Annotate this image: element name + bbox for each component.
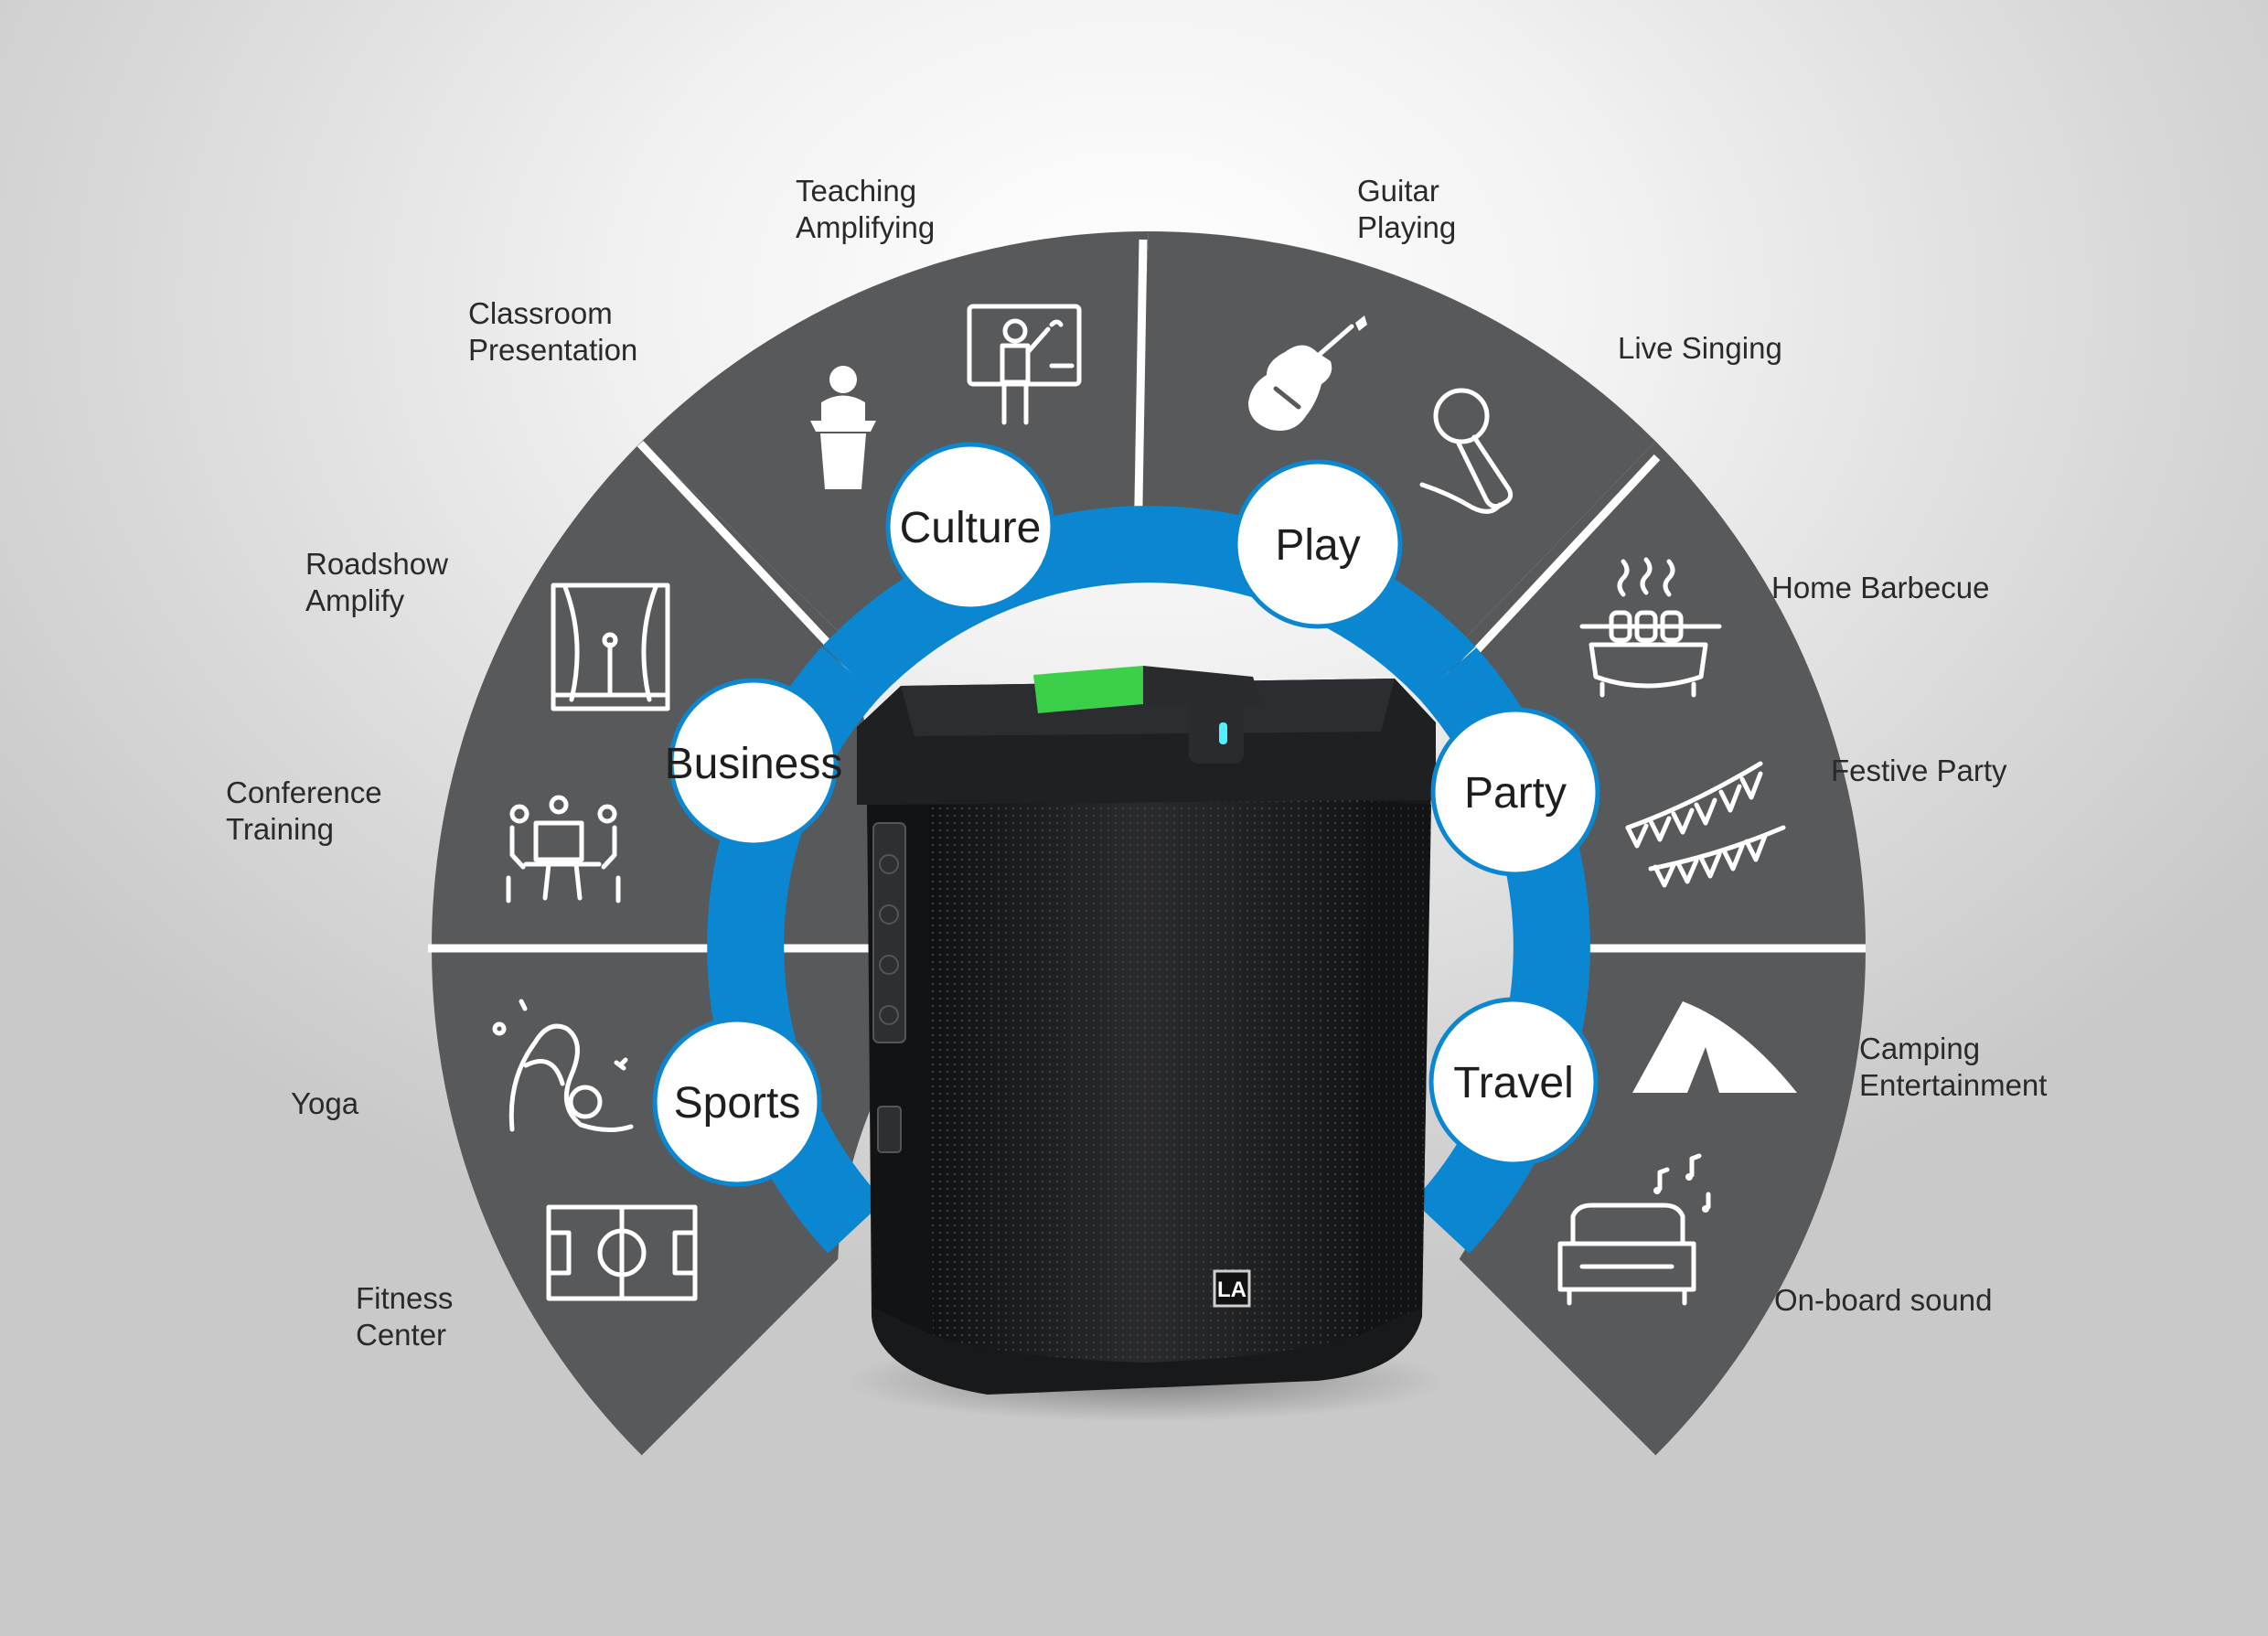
label-guitar: Guitar Playing: [1357, 174, 1456, 244]
category-party[interactable]: Party: [1430, 707, 1600, 877]
category-business[interactable]: Business: [665, 678, 843, 848]
bunting-flags-icon: [1625, 761, 1786, 888]
label-singing: Live Singing: [1618, 331, 1782, 365]
category-label: Business: [665, 740, 843, 788]
category-label: Play: [1275, 521, 1360, 570]
label-roadshow: Roadshow Amplify: [305, 547, 456, 617]
stage-curtain-icon: [551, 583, 670, 711]
microphone-icon: [1419, 388, 1514, 514]
application-labels: Teaching Amplifying Classroom Presentati…: [226, 174, 2047, 1352]
grill-icon: [1579, 557, 1722, 698]
category-culture[interactable]: Culture: [885, 442, 1055, 612]
label-festive: Festive Party: [1831, 754, 2007, 787]
electric-guitar-icon: [1248, 315, 1367, 431]
yoga-pose-icon: [492, 999, 634, 1132]
category-badges: Culture Play Business Party Sports Trave…: [652, 442, 1600, 1187]
podium-speaker-icon: [810, 366, 876, 489]
label-barbecue: Home Barbecue: [1771, 571, 1989, 604]
category-play[interactable]: Play: [1233, 459, 1403, 629]
category-label: Culture: [900, 504, 1042, 552]
label-teaching: Teaching Amplifying: [796, 174, 935, 244]
portable-pa-speaker-icon: LA: [843, 666, 1447, 1422]
teacher-board-icon: [967, 304, 1082, 425]
label-yoga: Yoga: [291, 1086, 359, 1120]
meeting-table-icon: [506, 795, 621, 904]
category-label: Travel: [1453, 1059, 1574, 1107]
tent-icon: [1632, 1001, 1797, 1093]
label-classroom: Classroom Presentation: [468, 296, 637, 367]
category-label: Sports: [674, 1079, 801, 1128]
football-field-icon: [546, 1204, 698, 1301]
label-onboard: On-board sound: [1774, 1283, 1993, 1317]
label-camping: Camping Entertainment: [1859, 1032, 2047, 1102]
label-conference: Conference Training: [226, 775, 390, 846]
category-label: Party: [1464, 769, 1567, 818]
category-travel[interactable]: Travel: [1428, 997, 1599, 1167]
car-music-icon: [1557, 1153, 1711, 1306]
label-fitness: Fitness Center: [356, 1281, 462, 1352]
speaker-logo: LA: [1217, 1278, 1246, 1302]
sector-play: [1137, 231, 1656, 662]
category-sports[interactable]: Sports: [652, 1017, 822, 1187]
